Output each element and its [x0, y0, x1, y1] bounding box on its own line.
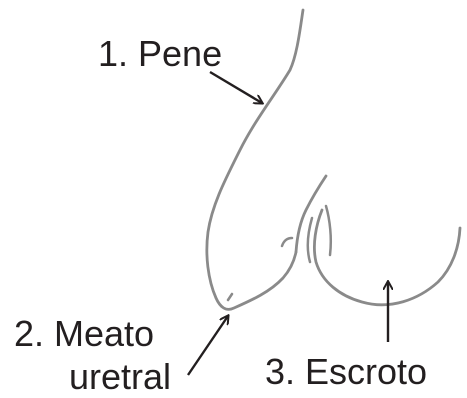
- label-escroto: 3. Escroto: [265, 351, 428, 392]
- label-meato-line2: uretral: [69, 356, 172, 397]
- label-meato-line1: 2. Meato: [14, 313, 155, 354]
- scrotum-fold: [306, 216, 314, 264]
- label-pene: 1. Pene: [98, 33, 223, 74]
- scrotum-outline: [313, 208, 462, 307]
- meatus-mark: [226, 292, 234, 302]
- scrotum-inner-line: [324, 204, 333, 257]
- arrow-pene: [209, 70, 262, 103]
- penis-inner-line: [294, 174, 328, 254]
- arrow-meato: [187, 316, 228, 376]
- penis-outline: [205, 8, 305, 311]
- glans-detail: [280, 236, 294, 248]
